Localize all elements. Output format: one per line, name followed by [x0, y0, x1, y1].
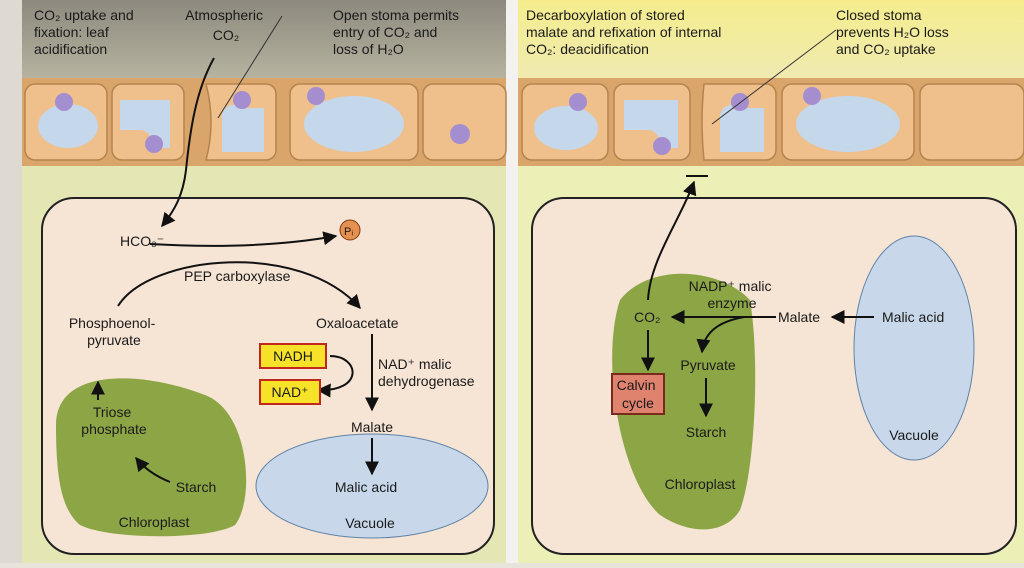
epidermal-cell [422, 83, 507, 161]
starch-to-triose-arrow [135, 456, 171, 483]
left-vacuole [255, 433, 489, 539]
malate-label: Malate [778, 309, 820, 325]
pi-release-arrow [149, 231, 338, 247]
internal-co2-arrow [647, 180, 697, 301]
left-epidermis [22, 78, 507, 166]
nad-malic-dehydrogenase-label: NAD⁺ malic dehydrogenase [378, 356, 475, 389]
left-header-band [22, 0, 506, 84]
phosphoenolpyruvate-label: Phosphoenol- pyruvate [69, 315, 159, 348]
starch-label: Starch [176, 479, 216, 495]
header-open-stoma: Open stoma permits entry of CO₂ and loss… [333, 7, 463, 57]
nucleus [653, 137, 671, 155]
panel-divider [506, 0, 518, 563]
nucleus [450, 124, 470, 144]
pep-carboxylase-arrow [117, 261, 361, 310]
malate-to-pyruvate-arrow [696, 316, 745, 354]
cell-vacuole [796, 96, 900, 152]
co2-label: CO₂ [634, 309, 660, 325]
header-uptake: CO₂ uptake and fixation: leaf acidificat… [34, 7, 138, 57]
malic-acid-label: Malic acid [335, 479, 397, 495]
co2-entry-arrow [161, 57, 215, 228]
right-header-band [518, 0, 1024, 84]
calvin-cycle-label: Calvin cycle [617, 377, 660, 411]
oxaloacetate-label: Oxaloacetate [316, 315, 399, 331]
chloroplast-label: Chloroplast [665, 476, 736, 492]
malate-label: Malate [351, 419, 393, 435]
nad-plus-box [259, 379, 321, 405]
vacuole-label: Vacuole [889, 427, 939, 443]
nad-plus-label: NAD⁺ [272, 384, 309, 400]
hco3-label: HCO₃⁻ [120, 233, 164, 249]
starch-label: Starch [686, 424, 726, 440]
nucleus [569, 93, 587, 111]
pi-label: Pᵢ [344, 226, 353, 238]
header-atmospheric-co2: Atmospheric CO₂ [185, 7, 267, 43]
left-panel-night: Pᵢ NADH NAD⁺ CO₂ uptake and fixation: le… [22, 0, 507, 563]
header-decarboxylation: Decarboxylation of stored malate and ref… [526, 7, 725, 57]
page-margin [0, 0, 22, 563]
nucleus [307, 87, 325, 105]
cell-vacuole [534, 106, 598, 150]
epidermal-cell [919, 83, 1024, 161]
right-epidermis [518, 78, 1024, 166]
nadh-label: NADH [273, 348, 313, 364]
calvin-cycle-box [611, 373, 665, 415]
nucleus [145, 135, 163, 153]
right-panel-day: Calvin cycle Decarboxylation of stored m… [518, 0, 1024, 563]
header-closed-stoma: Closed stoma prevents H₂O loss and CO₂ u… [836, 7, 953, 57]
vacuole-label: Vacuole [345, 515, 395, 531]
left-chloroplast [56, 378, 247, 537]
nadh-oxidation-arrow [316, 355, 354, 398]
right-vacuole [853, 235, 975, 461]
nucleus [55, 93, 73, 111]
pi-icon [339, 219, 361, 241]
malic-acid-label: Malic acid [882, 309, 944, 325]
cell-vacuole [222, 104, 264, 152]
nucleus [233, 91, 251, 109]
cell-vacuole [624, 100, 678, 148]
nucleus [731, 93, 749, 111]
pyruvate-label: Pyruvate [680, 357, 735, 373]
triose-phosphate-label: Triose phosphate [81, 404, 147, 437]
pep-carboxylase-label: PEP carboxylase [184, 268, 291, 284]
open-stoma-pointer [217, 15, 283, 119]
cell-vacuole [720, 104, 764, 152]
nadh-box [259, 343, 327, 369]
cell-vacuole [38, 104, 98, 148]
nadp-malic-enzyme-label: NADP⁺ malic enzyme [689, 278, 776, 311]
chloroplast-label: Chloroplast [119, 514, 190, 530]
nucleus [803, 87, 821, 105]
closed-stoma-pointer [711, 29, 837, 125]
cell-vacuole [304, 96, 404, 152]
